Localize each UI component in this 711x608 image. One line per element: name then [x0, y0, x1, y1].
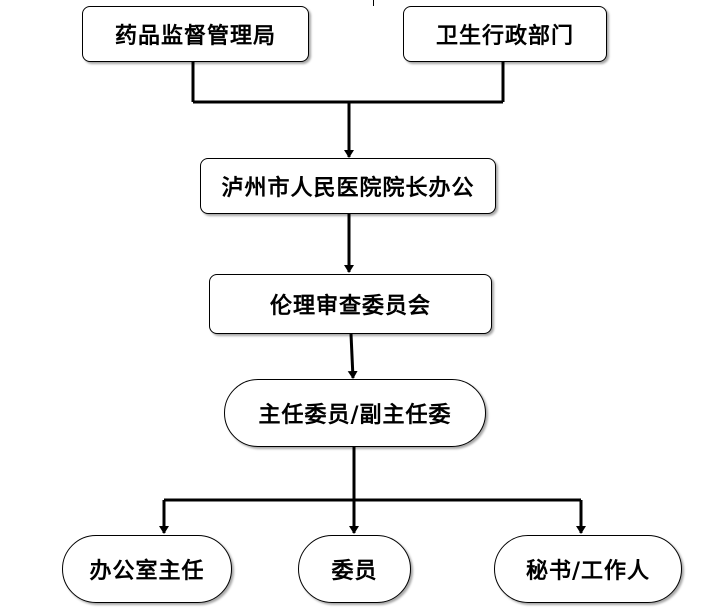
- node-ethics-committee: 伦理审查委员会: [209, 274, 492, 334]
- node-health-department: 卫生行政部门: [403, 6, 607, 62]
- node-drug-administration: 药品监督管理局: [82, 6, 309, 62]
- node-president-office: 泸州市人民医院院长办公: [200, 158, 496, 214]
- node-chair: 主任委员/副主任委: [224, 379, 486, 447]
- arrow-to-chair: [347, 333, 358, 379]
- top-edge-tick: [373, 0, 374, 6]
- node-office-director: 办公室主任: [62, 535, 232, 603]
- node-member: 委员: [298, 535, 411, 603]
- node-secretary: 秘书/工作人: [494, 535, 682, 603]
